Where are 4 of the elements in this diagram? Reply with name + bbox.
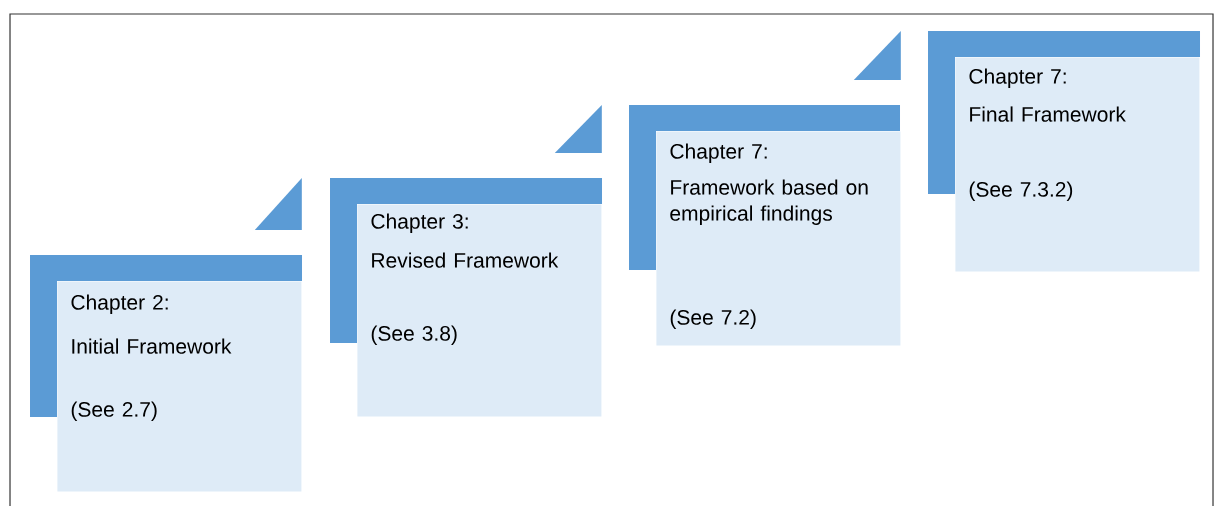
step-box: Chapter 7: Framework based on empirical findings (See 7.2) bbox=[629, 105, 901, 346]
step-box: Chapter 2: Initial Framework (See 2.7) bbox=[30, 255, 302, 492]
step-box: Chapter 7: Final Framework (See 7.3.2) bbox=[928, 31, 1200, 272]
step-box: Chapter 3: Revised Framework (See 3.8) bbox=[330, 178, 602, 417]
